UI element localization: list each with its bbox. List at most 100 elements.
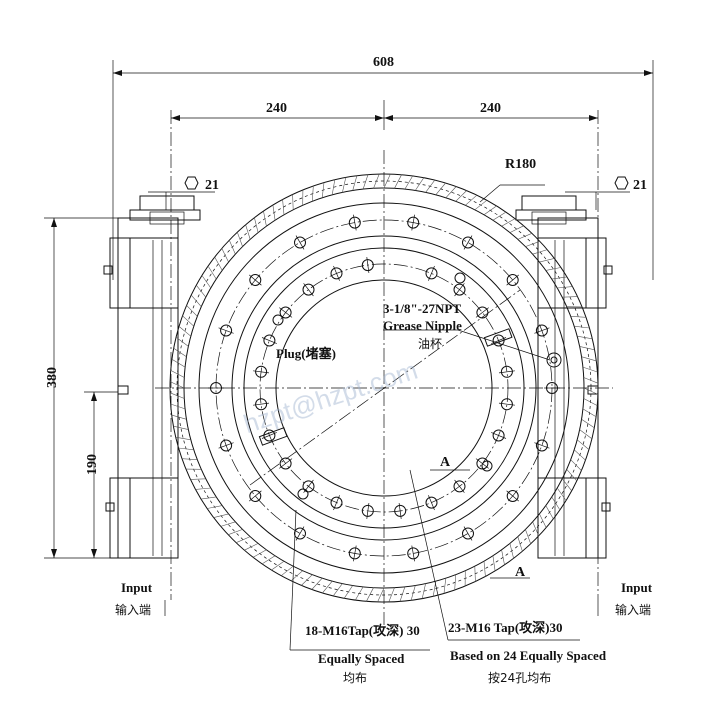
bolt-hole-centerline (248, 490, 262, 502)
outer-tap-spec: 18-M16Tap(攻深) 30 (305, 623, 420, 638)
radius-label: R180 (505, 157, 536, 172)
bolt-hole (249, 490, 262, 502)
hatch-line (366, 587, 374, 602)
hatch-line (235, 536, 251, 543)
hatch-line (425, 179, 436, 193)
bolt-hole-centerline (411, 545, 415, 562)
bolt-hole-centerline (454, 283, 465, 297)
grease-nipple-en: Grease Nipple (383, 318, 462, 333)
hatch-line (394, 174, 402, 189)
hex-left-label: 21 (205, 178, 219, 193)
bolt-hole (462, 236, 474, 249)
hatch-line (561, 478, 572, 491)
hatch-line (171, 359, 186, 368)
hatch-line (404, 175, 413, 190)
bolt-hole-centerline (411, 214, 415, 231)
bolt-hole-centerline (248, 274, 262, 286)
bolt-hole-centerline (279, 307, 293, 318)
hatch-line (545, 267, 561, 271)
hatch-line (582, 366, 598, 373)
hatch-line (517, 536, 523, 552)
bolt-hole-centerline (463, 235, 473, 250)
dimension-lines (44, 60, 654, 559)
bolt-hole-centerline (253, 370, 270, 374)
hatch-line (509, 225, 524, 233)
hatch-line (465, 194, 478, 206)
height-half-label: 190 (85, 454, 100, 475)
hatch-line (170, 403, 186, 410)
hatch-line (435, 182, 446, 195)
hatch-line (169, 392, 185, 399)
hatch-line (445, 186, 457, 199)
hatch-line (577, 439, 590, 450)
bolt-hole (330, 267, 343, 280)
hatch-line (532, 521, 539, 537)
hatch-line (570, 459, 582, 471)
hatch-line (244, 543, 259, 551)
left-housing (103, 110, 201, 600)
hatch-line (421, 583, 426, 599)
bolt-hole-centerline (261, 432, 277, 439)
hatch-line (410, 585, 416, 601)
hatch-line (377, 587, 385, 603)
overall-width-label: 608 (373, 55, 394, 70)
right-housing (515, 110, 613, 600)
bolt-hole-centerline (428, 265, 435, 281)
hatch-line (577, 335, 593, 340)
bolt-hole-centerline (398, 502, 402, 519)
hatch-line (383, 173, 391, 189)
bolt-hole-centerline (295, 526, 305, 541)
bolt-hole (535, 324, 548, 337)
hatch-line (582, 408, 597, 417)
bolt-hole (500, 365, 513, 378)
hatch-line (501, 218, 516, 227)
hatch-line (579, 429, 593, 440)
bolt-hole-centerline (428, 495, 435, 511)
hatch-line (583, 387, 599, 395)
bolt-hole-centerline (534, 442, 550, 449)
hatch-line (229, 239, 236, 255)
hatch-line (173, 347, 187, 357)
bolt-hole-centerline (498, 402, 515, 406)
outer-tap-note-en: Equally Spaced (318, 651, 405, 666)
hatch-line (178, 326, 191, 337)
half-right-label: 240 (480, 101, 501, 116)
hatch-line (196, 285, 207, 298)
bolt-hole-centerline (463, 526, 473, 541)
hatch-line (570, 316, 587, 318)
hatch-line (312, 185, 314, 202)
outer-bolt-holes (208, 214, 560, 562)
bolt-hole-centerline (333, 495, 340, 511)
hatch-line (207, 265, 217, 280)
input-left-en: Input (121, 580, 153, 595)
bolt-hole (394, 504, 407, 517)
hatch-line (483, 561, 486, 577)
hatch-line (195, 487, 211, 490)
bolt-hole-centerline (498, 370, 515, 374)
hatch-line (228, 529, 243, 535)
bolt-hole-centerline (353, 545, 357, 562)
hatch-line (474, 566, 476, 582)
bolt-hole-centerline (295, 235, 305, 250)
hatch-line (443, 578, 447, 594)
hatch-line (362, 174, 369, 190)
bolt-hole (361, 259, 374, 272)
hatch-line (581, 356, 597, 362)
hex-right-label: 21 (633, 178, 647, 193)
hatch-line (455, 190, 467, 202)
bolt-hole-centerline (261, 337, 277, 344)
bolt-hole-centerline (218, 327, 234, 334)
bolt-hole (361, 504, 374, 517)
bolt-hole (462, 527, 474, 540)
input-left-cn: 输入端 (115, 602, 151, 617)
half-left-label: 240 (266, 101, 287, 116)
grease-nipple-cn: 油杯 (418, 337, 442, 351)
hatch-line (454, 574, 456, 591)
hatch-line (574, 325, 590, 329)
hatch-line (551, 276, 567, 280)
bolt-hole-centerline (454, 479, 465, 493)
hatch-line (331, 179, 336, 195)
bolt-hole (294, 236, 306, 249)
bolt-hole (476, 306, 489, 319)
bolt-hole (279, 457, 292, 470)
